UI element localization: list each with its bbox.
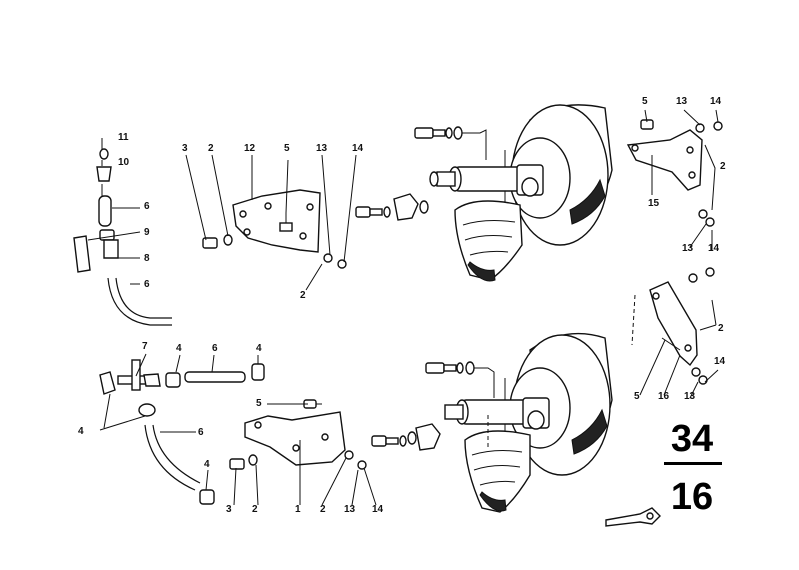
callout-13: 13 xyxy=(684,391,696,402)
callout-3: 3 xyxy=(226,504,232,515)
reference-divider xyxy=(664,462,722,465)
callout-14: 14 xyxy=(352,143,364,154)
callout-2: 2 xyxy=(300,290,306,301)
callout-7: 7 xyxy=(142,341,148,352)
callout-4: 4 xyxy=(78,426,84,437)
bolt-assembly-upper xyxy=(355,126,487,221)
callout-6: 6 xyxy=(198,427,204,438)
leader-lines xyxy=(87,109,719,506)
callout-14: 14 xyxy=(708,243,720,254)
callout-3: 3 xyxy=(182,143,188,154)
callout-6: 6 xyxy=(212,343,218,354)
tool-icon xyxy=(605,507,661,527)
callout-14: 14 xyxy=(710,96,722,107)
callout-2: 2 xyxy=(320,504,326,515)
callout-5: 5 xyxy=(256,398,262,409)
callout-2: 2 xyxy=(252,504,258,515)
brake-booster-upper xyxy=(429,104,613,282)
callout-12: 12 xyxy=(244,143,256,154)
callout-5: 5 xyxy=(634,391,640,402)
callout-14: 14 xyxy=(714,356,726,367)
callout-15: 15 xyxy=(648,198,660,209)
callout-8: 8 xyxy=(144,253,150,264)
brake-booster-lower xyxy=(444,332,613,513)
callout-5: 5 xyxy=(284,143,290,154)
callout-14: 14 xyxy=(372,504,384,515)
callout-6: 6 xyxy=(144,201,150,212)
callout-9: 9 xyxy=(144,227,150,238)
callout-4: 4 xyxy=(256,343,262,354)
bracket-lower-1 xyxy=(229,399,367,470)
callout-11: 11 xyxy=(118,132,129,143)
bracket-right-15 xyxy=(626,119,723,227)
callout-16: 16 xyxy=(658,391,670,402)
bolt-assembly-lower xyxy=(371,361,495,451)
callout-2: 2 xyxy=(718,323,724,334)
callout-1: 1 xyxy=(295,504,301,515)
callout-2: 2 xyxy=(208,143,214,154)
callout-13: 13 xyxy=(316,143,328,154)
reference-number-bottom: 16 xyxy=(670,476,714,518)
callout-4: 4 xyxy=(204,459,210,470)
bracket-right-16 xyxy=(649,267,715,385)
callout-13: 13 xyxy=(682,243,694,254)
bracket-upper-12 xyxy=(202,189,347,269)
callout-13: 13 xyxy=(344,504,356,515)
reference-number-top: 34 xyxy=(670,418,714,460)
callout-4: 4 xyxy=(176,343,182,354)
callout-13: 13 xyxy=(676,96,688,107)
hose-assembly-lower-left xyxy=(99,359,265,505)
hose-assembly-upper-left xyxy=(73,148,172,326)
callout-5: 5 xyxy=(642,96,648,107)
callout-2: 2 xyxy=(720,161,726,172)
callout-10: 10 xyxy=(118,157,130,168)
callout-6: 6 xyxy=(144,279,150,290)
